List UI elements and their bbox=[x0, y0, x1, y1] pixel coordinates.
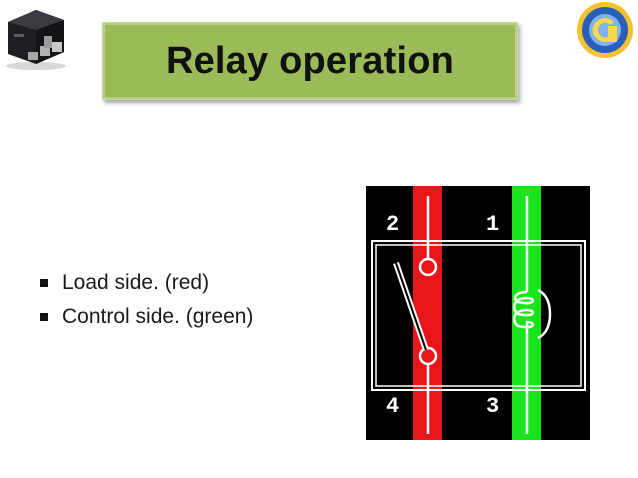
logo bbox=[577, 2, 633, 58]
square-bullet-icon bbox=[40, 313, 48, 321]
terminal-label-4: 4 bbox=[386, 394, 399, 419]
bullet-text: Load side. (red) bbox=[62, 271, 210, 294]
list-item: Control side. (green) bbox=[40, 300, 253, 334]
terminal-label-1: 1 bbox=[486, 212, 499, 237]
square-bullet-icon bbox=[40, 279, 48, 287]
title-box: Relay operation bbox=[102, 22, 518, 100]
list-item: Load side. (red) bbox=[40, 266, 253, 300]
diagram-background bbox=[366, 186, 590, 440]
coil-icon bbox=[513, 290, 535, 334]
relay-diagram: 2 1 4 3 bbox=[366, 186, 590, 440]
page-title: Relay operation bbox=[165, 39, 455, 82]
fixed-contact bbox=[418, 257, 438, 277]
terminal-label-2: 2 bbox=[386, 212, 399, 237]
relay-photo bbox=[6, 10, 66, 70]
terminal-label-3: 3 bbox=[486, 394, 499, 419]
relay-housing bbox=[371, 240, 586, 391]
bullet-list: Load side. (red) Control side. (green) bbox=[40, 266, 253, 334]
bullet-text: Control side. (green) bbox=[62, 305, 254, 328]
